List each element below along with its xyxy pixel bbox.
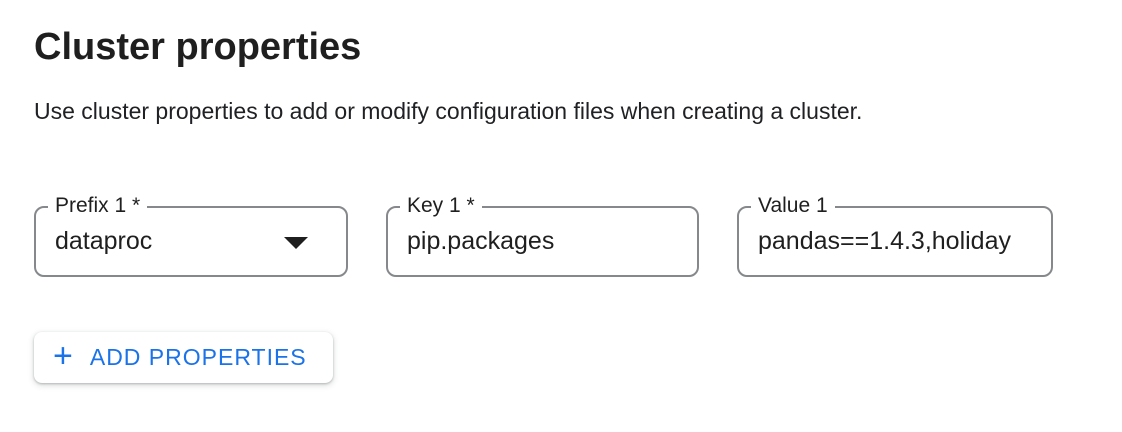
- add-properties-button[interactable]: + ADD PROPERTIES: [34, 332, 333, 383]
- dropdown-arrow-icon: [284, 236, 308, 249]
- page-title: Cluster properties: [34, 26, 362, 68]
- value-input[interactable]: [739, 208, 1051, 275]
- key-field: Key 1 *: [386, 194, 699, 277]
- key-input[interactable]: [388, 208, 697, 275]
- value-label: Value 1: [751, 194, 835, 218]
- value-field: Value 1: [737, 194, 1053, 277]
- prefix-selected-value: dataproc: [55, 227, 153, 255]
- add-properties-button-label: ADD PROPERTIES: [89, 344, 307, 370]
- prefix-select[interactable]: Prefix 1 * dataproc: [34, 194, 348, 277]
- property-row-1: Prefix 1 * dataproc Key 1 * Value 1: [34, 194, 1088, 277]
- plus-icon: +: [53, 336, 73, 375]
- key-label: Key 1 *: [400, 194, 482, 218]
- page-subtitle: Use cluster properties to add or modify …: [34, 98, 863, 124]
- prefix-label: Prefix 1 *: [48, 194, 148, 218]
- cluster-properties-section: Cluster properties Use cluster propertie…: [34, 26, 1088, 383]
